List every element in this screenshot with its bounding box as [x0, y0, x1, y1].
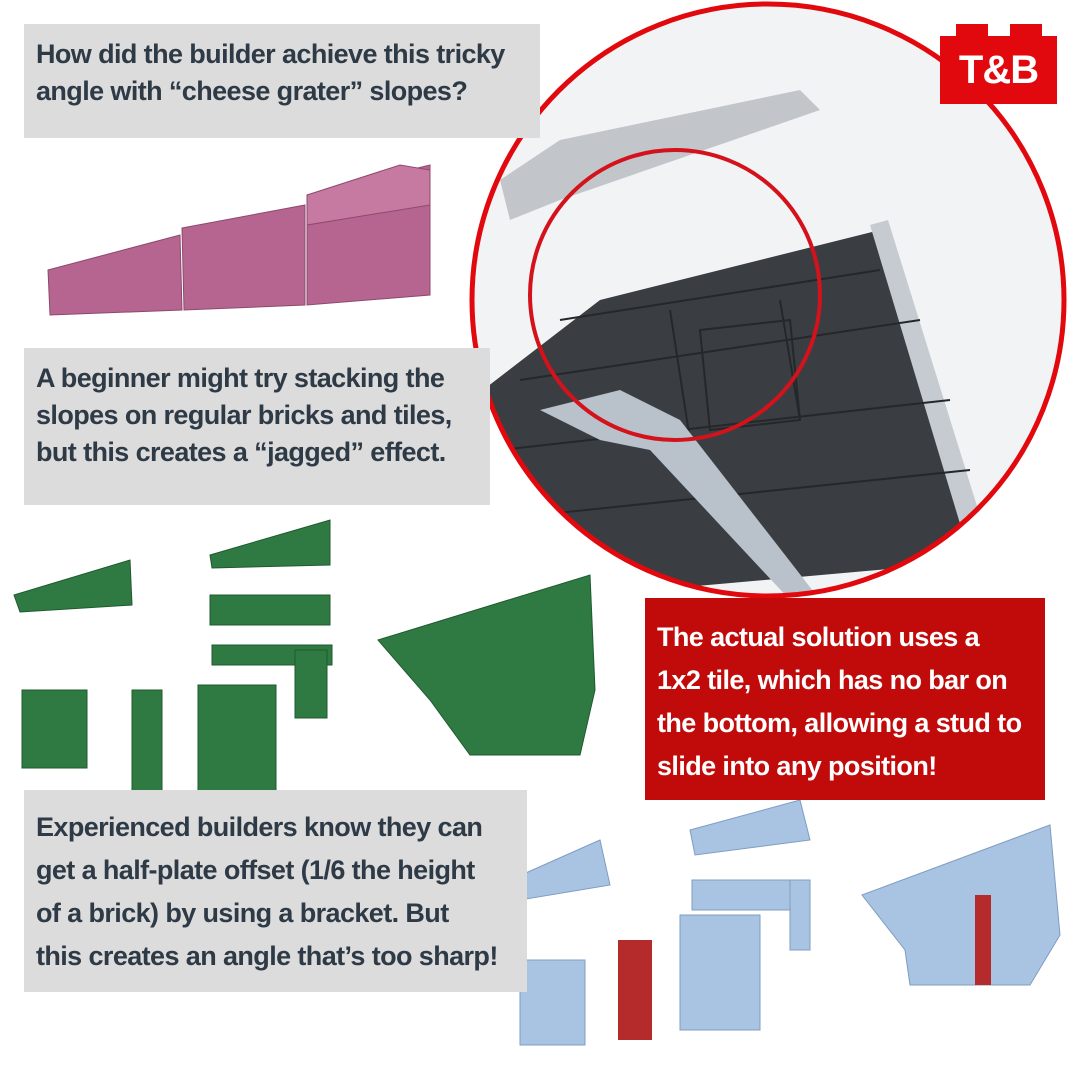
- question-panel: How did the builder achieve this tricky …: [24, 24, 540, 138]
- text-line: slide into any position!: [657, 751, 937, 781]
- text-line: but this creates a “jagged” effect.: [36, 437, 446, 467]
- text-line: A beginner might try stacking the: [36, 363, 445, 393]
- pink-slope-stack: [47, 164, 431, 316]
- text-line: of a brick) by using a bracket. But: [36, 898, 449, 928]
- text-line: the bottom, allowing a stud to: [657, 708, 1022, 738]
- text-line: How did the builder achieve this tricky: [36, 39, 505, 69]
- logo-text: T&B: [958, 48, 1039, 92]
- solution-panel: The actual solution uses a 1x2 tile, whi…: [645, 598, 1045, 800]
- red-tile-installed: [975, 895, 991, 985]
- red-tile: [618, 940, 652, 1040]
- text-line: this creates an angle that’s too sharp!: [36, 941, 498, 971]
- beginner-panel: A beginner might try stacking the slopes…: [24, 348, 490, 505]
- text-line: Experienced builders know they can: [36, 812, 483, 842]
- magnifier-circle: [469, 1, 1067, 599]
- blue-parts: [509, 799, 1061, 1046]
- tb-logo: T&B: [940, 24, 1057, 104]
- experienced-panel: Experienced builders know they can get a…: [24, 790, 527, 992]
- text-line: The actual solution uses a: [657, 622, 980, 652]
- text-line: 1x2 tile, which has no bar on: [657, 665, 1008, 695]
- green-parts: [13, 519, 596, 806]
- detail-circle: [528, 148, 822, 442]
- text-line: get a half-plate offset (1/6 the height: [36, 855, 475, 885]
- text-line: angle with “cheese grater” slopes?: [36, 76, 468, 106]
- text-line: slopes on regular bricks and tiles,: [36, 400, 452, 430]
